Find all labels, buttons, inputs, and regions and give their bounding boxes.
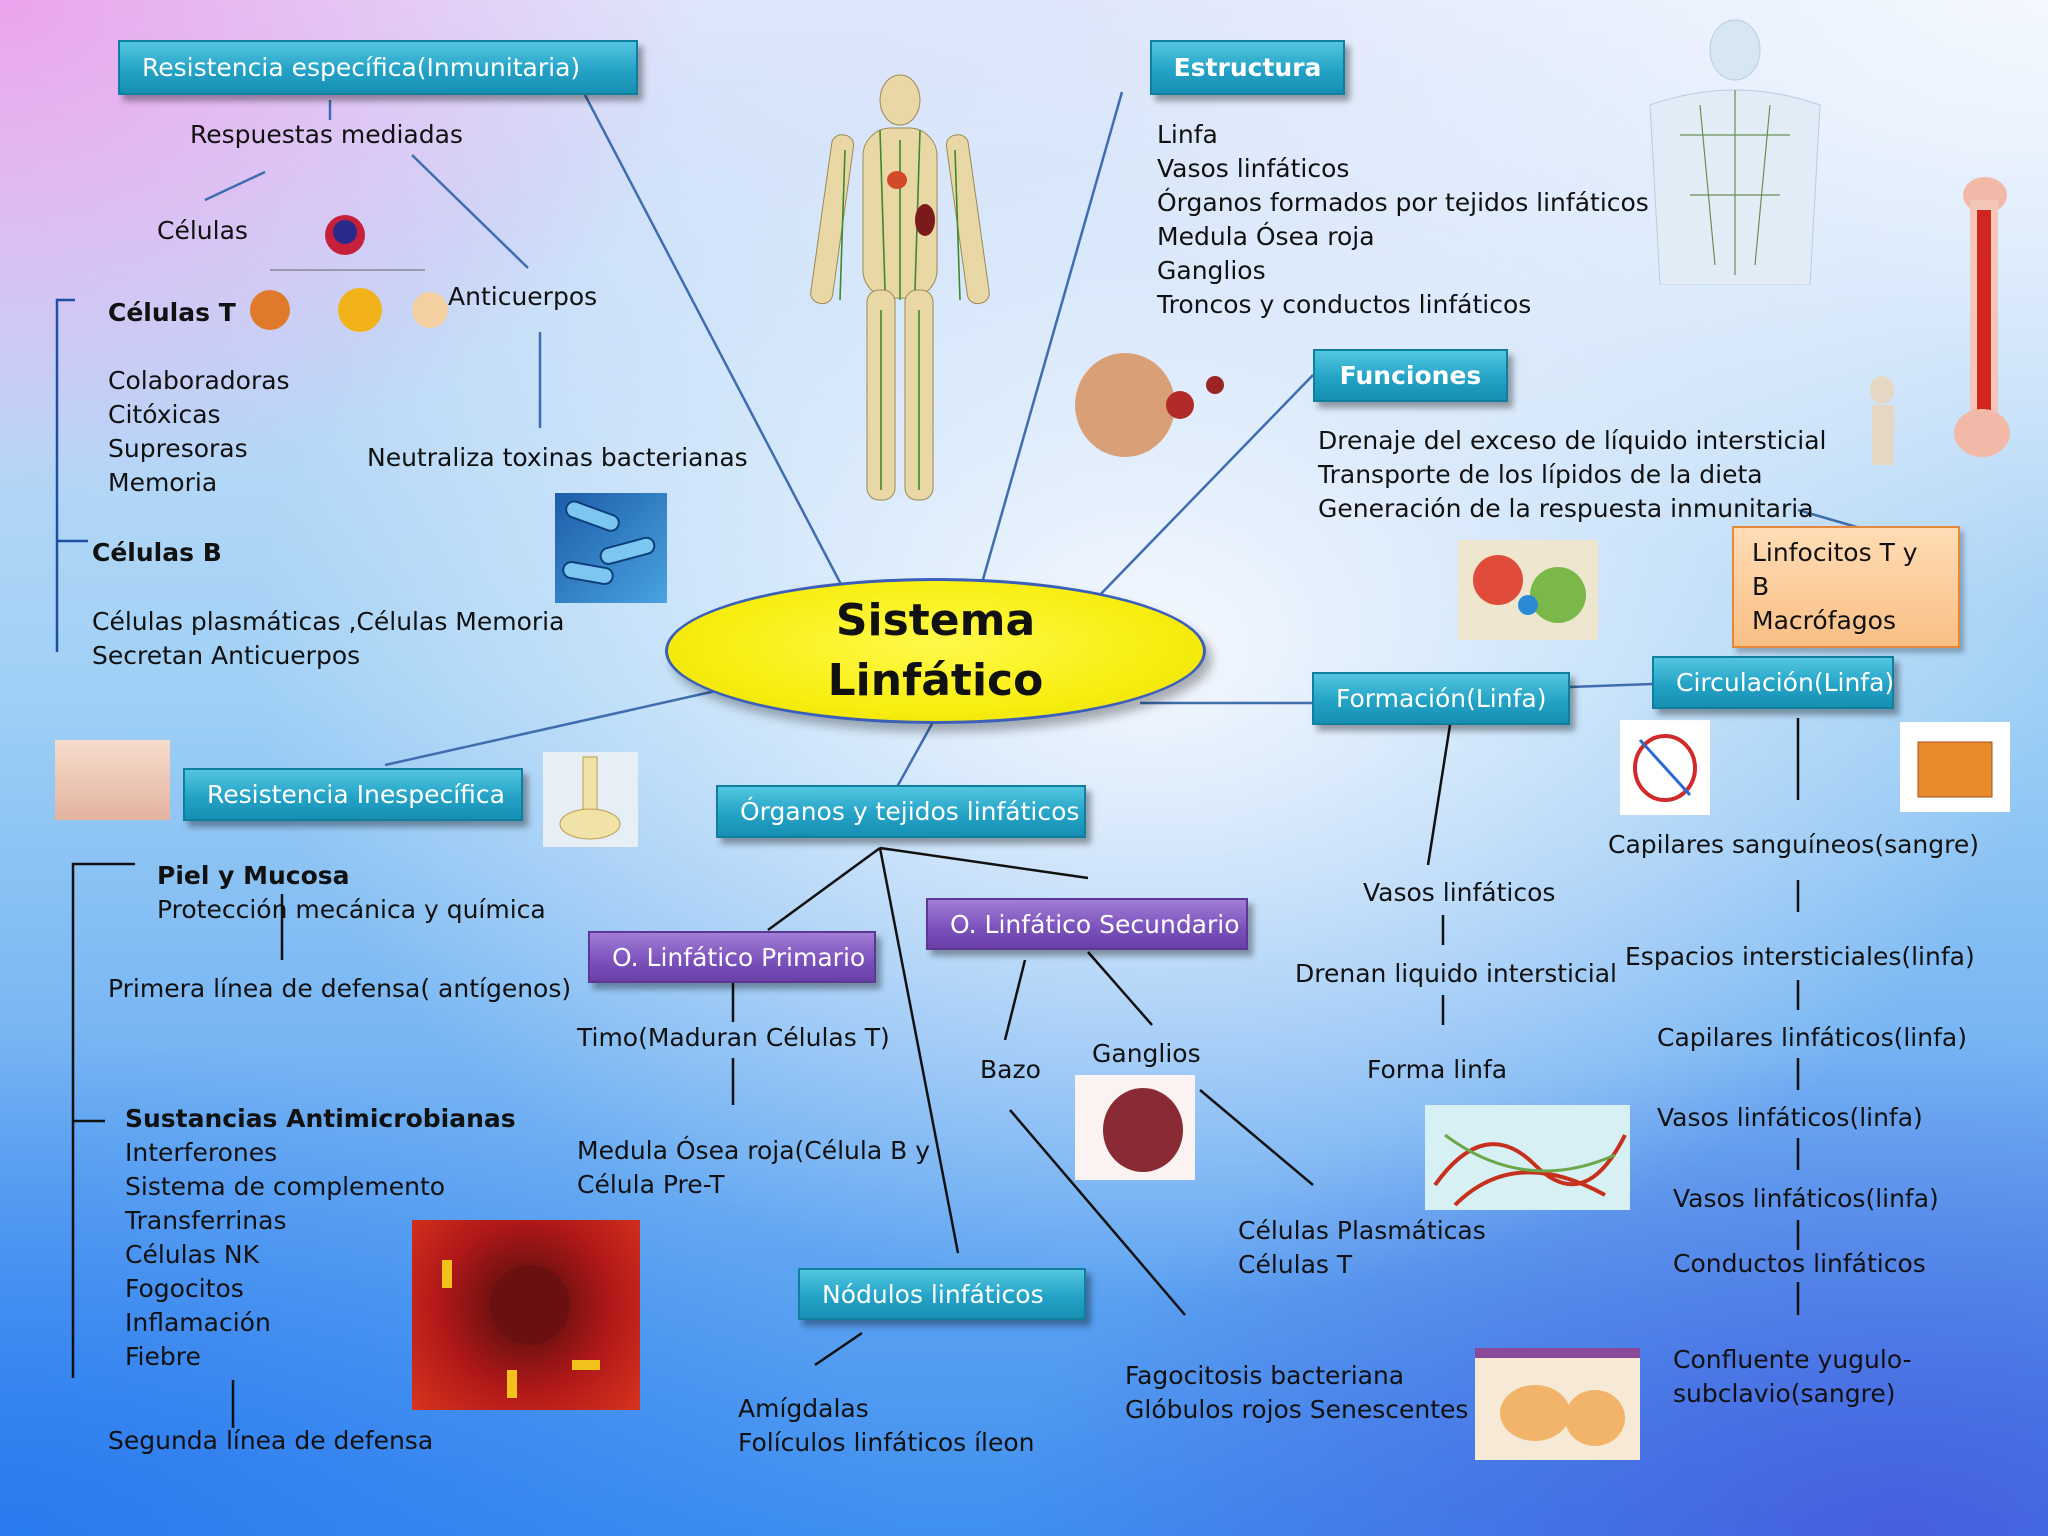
neck-lymph-illustration (1070, 345, 1240, 460)
linfocitos-callout: Linfocitos T y B Macrófagos (1732, 526, 1960, 648)
list-item: Células NK (125, 1240, 259, 1269)
piel-mucosa-block: Piel y Mucosa Protección mecánica y quím… (157, 859, 546, 927)
list-item: Interferones (125, 1138, 278, 1167)
list-item: Células Plasmáticas (1238, 1216, 1486, 1245)
list-item: Colaboradoras (108, 366, 290, 395)
circulacion-step: Vasos linfáticos(linfa) (1657, 1103, 1923, 1132)
linfatico-primario-node: O. Linfático Primario (588, 931, 876, 983)
list-item: Secretan Anticuerpos (92, 641, 361, 670)
list-item: Transferrinas (125, 1206, 287, 1235)
list-item: Inflamación (125, 1308, 271, 1337)
list-item: Células T (1238, 1250, 1353, 1279)
lymph-node-image (1458, 540, 1598, 640)
list-item: Memoria (108, 468, 218, 497)
list-item: Célula Pre-T (577, 1170, 725, 1199)
list-item: Folículos linfáticos íleon (738, 1428, 1035, 1457)
lymph-node-structure-image (1475, 1348, 1640, 1460)
list-item: Sistema de complemento (125, 1172, 446, 1201)
neutraliza-label: Neutraliza toxinas bacterianas (367, 443, 748, 472)
list-item: Glóbulos rojos Senescentes (1125, 1395, 1469, 1424)
medula-text: Medula Ósea roja(Célula B y Célula Pre-T (577, 1134, 930, 1202)
celulas-b-lines: Células plasmáticas ,Células Memoria Sec… (92, 605, 564, 673)
list-item: Medula Ósea roja (1157, 222, 1375, 251)
lymphocyte-diagram (250, 210, 450, 345)
sustancias-heading: Sustancias Antimicrobianas (125, 1104, 516, 1133)
list-item: Vasos linfáticos (1157, 154, 1350, 183)
list-item: Drenaje del exceso de líquido interstici… (1318, 426, 1827, 455)
celulas-t-types: Colaboradoras Citóxicas Supresoras Memor… (108, 364, 290, 500)
drenan-text: Drenan liquido intersticial (1295, 959, 1617, 988)
circulacion-final: Confluente yugulo- subclavio(sangre) (1673, 1343, 1912, 1411)
organos-tejidos-node: Órganos y tejidos linfáticos (716, 785, 1086, 838)
respuestas-mediadas: Respuestas mediadas (190, 120, 463, 149)
list-item: Transporte de los lípidos de la dieta (1318, 460, 1763, 489)
list-item: Ganglios (1157, 256, 1266, 285)
central-title-line2: Linfático (827, 655, 1044, 706)
list-item: Fogocitos (125, 1274, 244, 1303)
piel-mucosa-heading: Piel y Mucosa (157, 861, 350, 890)
timo-text: Timo(Maduran Células T) (577, 1023, 890, 1052)
circulacion-step: Capilares linfáticos(linfa) (1657, 1023, 1967, 1052)
nodulos-linfaticos-node: Nódulos linfáticos (798, 1268, 1086, 1320)
list-item: Linfa (1157, 120, 1218, 149)
list-item: Citóxicas (108, 400, 221, 429)
circulacion-linfa-node: Circulación(Linfa) (1652, 656, 1894, 709)
ganglios-text: Ganglios (1092, 1039, 1201, 1068)
list-item: Amígdalas (738, 1394, 869, 1423)
spleen-image (1075, 1075, 1195, 1180)
resistencia-inespecifica-node: Resistencia Inespecífica (183, 768, 523, 821)
list-item: Células plasmáticas ,Células Memoria (92, 607, 565, 636)
lymphatic-body-illustration (785, 70, 1015, 510)
list-item: Supresoras (108, 434, 248, 463)
central-topic: Sistema Linfático (665, 578, 1206, 724)
lymphatic-torso-illustration (1620, 15, 1850, 285)
resistencia-especifica-node: Resistencia específica(Inmunitaria) (118, 40, 638, 95)
estructura-list: Linfa Vasos linfáticos Órganos formados … (1157, 118, 1649, 322)
list-item: Medula Ósea roja(Célula B y (577, 1136, 931, 1165)
bacteria-image (555, 493, 667, 603)
list-item: Órganos formados por tejidos linfáticos (1157, 188, 1649, 217)
list-item: Confluente yugulo- (1673, 1345, 1912, 1374)
primera-linea-text: Primera línea de defensa( antígenos) (108, 974, 572, 1003)
funciones-node: Funciones (1313, 349, 1508, 402)
list-item: Troncos y conductos linfáticos (1157, 290, 1532, 319)
forma-linfa-text: Forma linfa (1367, 1055, 1508, 1084)
anticuerpos-label: Anticuerpos (448, 282, 598, 311)
callout-line: Macrófagos (1752, 606, 1896, 635)
estructura-node: Estructura (1150, 40, 1345, 95)
central-title-line1: Sistema (835, 595, 1036, 646)
tissue-cube-image (1900, 722, 2010, 812)
circulacion-step: Vasos linfáticos(linfa) (1673, 1184, 1939, 1213)
bazo-text: Bazo (980, 1055, 1041, 1084)
heart-circulation-image (1620, 720, 1710, 815)
celulas-t-heading: Células T (108, 298, 236, 327)
vasos-linfaticos-text: Vasos linfáticos (1363, 878, 1556, 907)
circulacion-step: Capilares sanguíneos(sangre) (1608, 830, 1980, 859)
circulacion-step: Espacios intersticiales(linfa) (1625, 942, 1975, 971)
long-bone-illustration (1860, 165, 2020, 470)
segunda-linea-text: Segunda línea de defensa (108, 1426, 434, 1455)
celulas-plasmaticas-text: Células Plasmáticas Células T (1238, 1214, 1486, 1282)
celulas-label: Células (157, 216, 248, 245)
linfatico-secundario-node: O. Linfático Secundario (926, 898, 1248, 950)
celulas-b-heading: Células B (92, 538, 222, 567)
list-item: subclavio(sangre) (1673, 1379, 1896, 1408)
spine-pelvis-image (543, 752, 638, 847)
capillary-network-image (1425, 1105, 1630, 1210)
callout-line: Linfocitos T y B (1752, 538, 1918, 601)
fagocitosis-text: Fagocitosis bacteriana Glóbulos rojos Se… (1125, 1359, 1468, 1427)
funciones-list: Drenaje del exceso de líquido interstici… (1318, 424, 1826, 526)
immune-cell-attack-image (412, 1220, 640, 1410)
list-item: Fagocitosis bacteriana (1125, 1361, 1405, 1390)
nodulos-list: Amígdalas Folículos linfáticos íleon (738, 1392, 1035, 1460)
sustancias-block: Sustancias Antimicrobianas Interferones … (125, 1102, 516, 1374)
skin-layers-image (55, 740, 170, 820)
proteccion-text: Protección mecánica y química (157, 895, 546, 924)
list-item: Generación de la respuesta inmunitaria (1318, 494, 1814, 523)
list-item: Fiebre (125, 1342, 201, 1371)
circulacion-step: Conductos linfáticos (1673, 1249, 1926, 1278)
formacion-linfa-node: Formación(Linfa) (1312, 672, 1570, 725)
